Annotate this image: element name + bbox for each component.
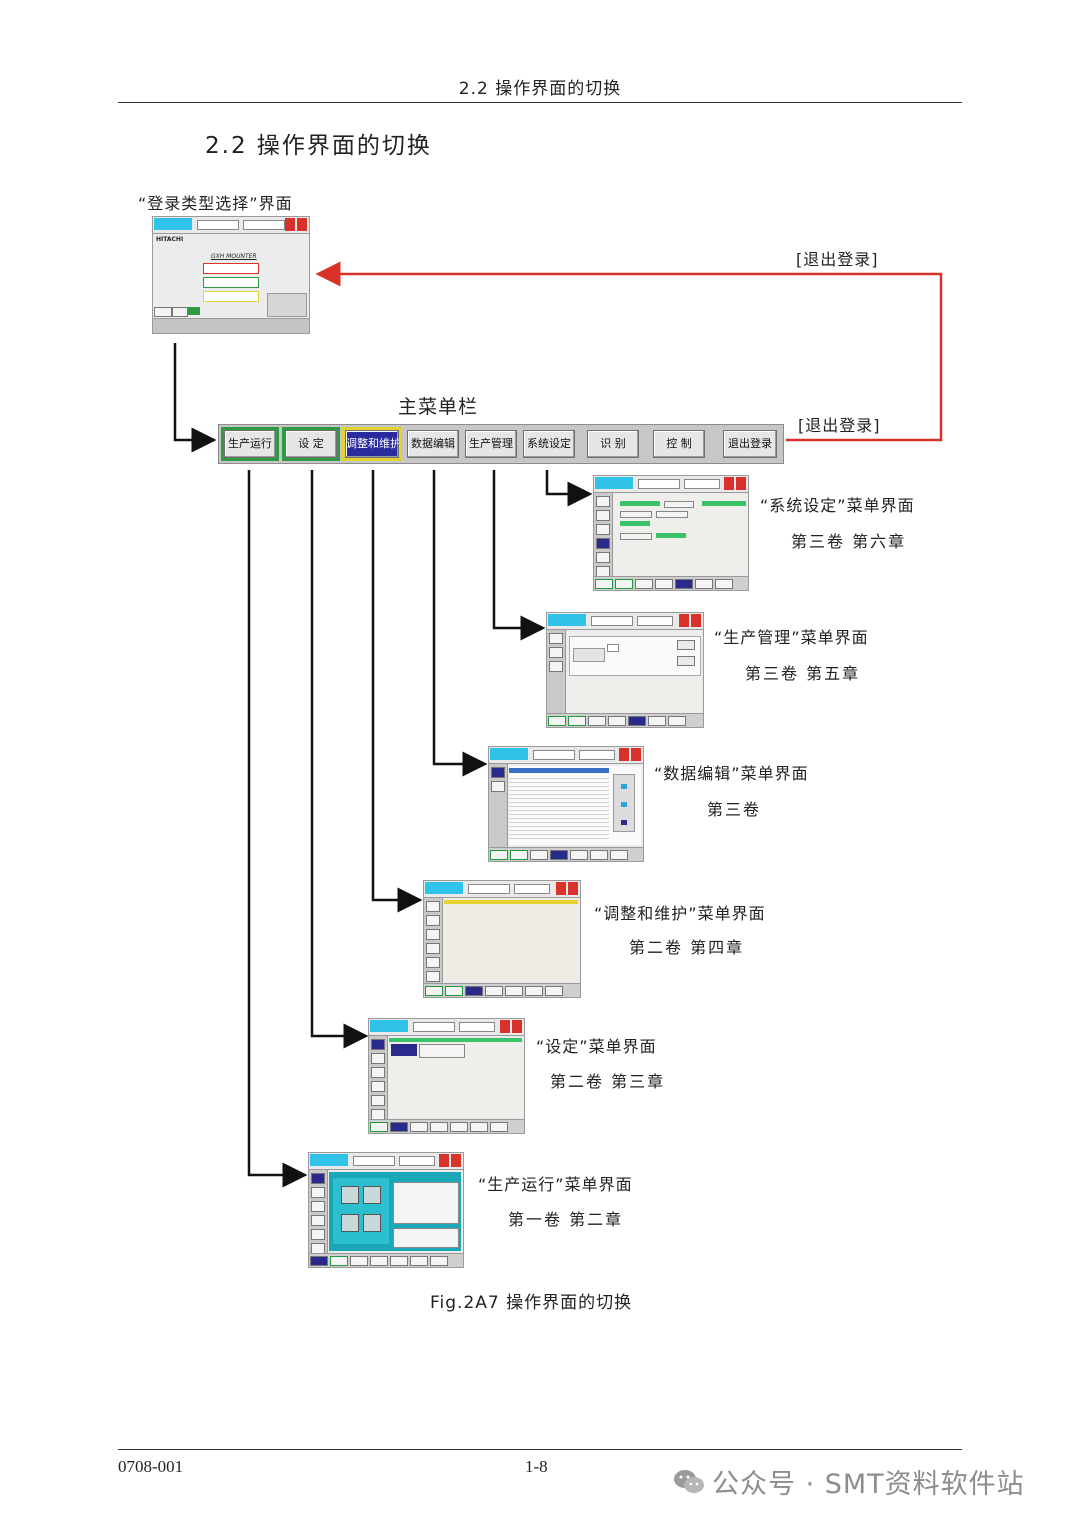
menu-button-system-settings[interactable]: 系统设定 bbox=[523, 430, 575, 458]
watermark-text: 公众号 · SMT资料软件站 bbox=[712, 1469, 1025, 1500]
production-mgmt-volume: 第三卷 第五章 bbox=[745, 664, 861, 683]
logout-label-top: [退出登录] bbox=[796, 250, 879, 269]
section-title: 2.2 操作界面的切换 bbox=[205, 133, 432, 159]
brand-label: HITACHI bbox=[156, 236, 184, 243]
login-footer-btn[interactable] bbox=[154, 307, 172, 317]
product-label: GXH MOUNTER bbox=[211, 253, 257, 260]
document-number: 0708-001 bbox=[118, 1457, 184, 1476]
main-menu-title: 主菜单栏 bbox=[398, 396, 479, 418]
menu-button-production-run[interactable]: 生产运行 bbox=[221, 427, 279, 461]
wechat-icon bbox=[674, 1470, 704, 1493]
login-footer-btn[interactable] bbox=[172, 307, 188, 317]
footer-rule bbox=[118, 1449, 962, 1450]
settings-thumbnail[interactable] bbox=[368, 1018, 525, 1134]
data-edit-caption: “数据编辑”菜单界面 bbox=[654, 764, 809, 783]
system-settings-volume: 第三卷 第六章 bbox=[791, 532, 907, 551]
production-run-caption: “生产运行”菜单界面 bbox=[478, 1175, 633, 1194]
adjust-maintain-caption: “调整和维护”菜单界面 bbox=[594, 904, 766, 923]
system-settings-thumbnail[interactable] bbox=[593, 475, 749, 591]
figure-caption: Fig.2A7 操作界面的切换 bbox=[430, 1293, 633, 1313]
system-settings-caption: “系统设定”菜单界面 bbox=[760, 496, 915, 515]
main-menu-bar: 生产运行 设 定 调整和维护 数据编辑 生产管理 系统设定 识 别 控 制 退出… bbox=[218, 424, 784, 464]
login-option-green[interactable] bbox=[203, 277, 259, 288]
login-screen-caption: “登录类型选择”界面 bbox=[138, 194, 293, 213]
settings-caption: “设定”菜单界面 bbox=[536, 1037, 657, 1056]
settings-volume: 第二卷 第三章 bbox=[550, 1072, 666, 1091]
menu-button-logout[interactable]: 退出登录 bbox=[723, 430, 777, 458]
running-header: 2.2 操作界面的切换 bbox=[458, 79, 622, 99]
login-footer-btn[interactable] bbox=[188, 307, 200, 315]
login-option-yellow[interactable] bbox=[203, 291, 259, 302]
production-mgmt-thumbnail[interactable] bbox=[546, 612, 704, 728]
menu-button-production-mgmt[interactable]: 生产管理 bbox=[465, 430, 517, 458]
production-mgmt-caption: “生产管理”菜单界面 bbox=[714, 628, 869, 647]
login-statusbar bbox=[153, 318, 309, 333]
logout-label-menu: [退出登录] bbox=[798, 416, 881, 435]
adjust-maintain-thumbnail[interactable] bbox=[423, 880, 581, 998]
login-info-panel bbox=[267, 293, 307, 317]
login-option-red[interactable] bbox=[203, 263, 259, 274]
menu-button-recognition[interactable]: 识 别 bbox=[587, 430, 639, 458]
data-edit-volume: 第三卷 bbox=[707, 800, 762, 819]
login-screen-thumbnail[interactable]: HITACHI GXH MOUNTER bbox=[152, 216, 310, 334]
header-rule bbox=[118, 102, 962, 103]
menu-button-adjust-maintain[interactable]: 调整和维护 bbox=[342, 427, 402, 461]
menu-button-settings[interactable]: 设 定 bbox=[282, 427, 340, 461]
page-number: 1-8 bbox=[525, 1457, 548, 1476]
production-run-volume: 第一卷 第二章 bbox=[508, 1210, 624, 1229]
menu-button-data-edit[interactable]: 数据编辑 bbox=[407, 430, 459, 458]
menu-button-control[interactable]: 控 制 bbox=[653, 430, 705, 458]
data-edit-thumbnail[interactable] bbox=[488, 746, 644, 862]
adjust-maintain-volume: 第二卷 第四章 bbox=[629, 938, 745, 957]
production-run-thumbnail[interactable] bbox=[308, 1152, 464, 1268]
